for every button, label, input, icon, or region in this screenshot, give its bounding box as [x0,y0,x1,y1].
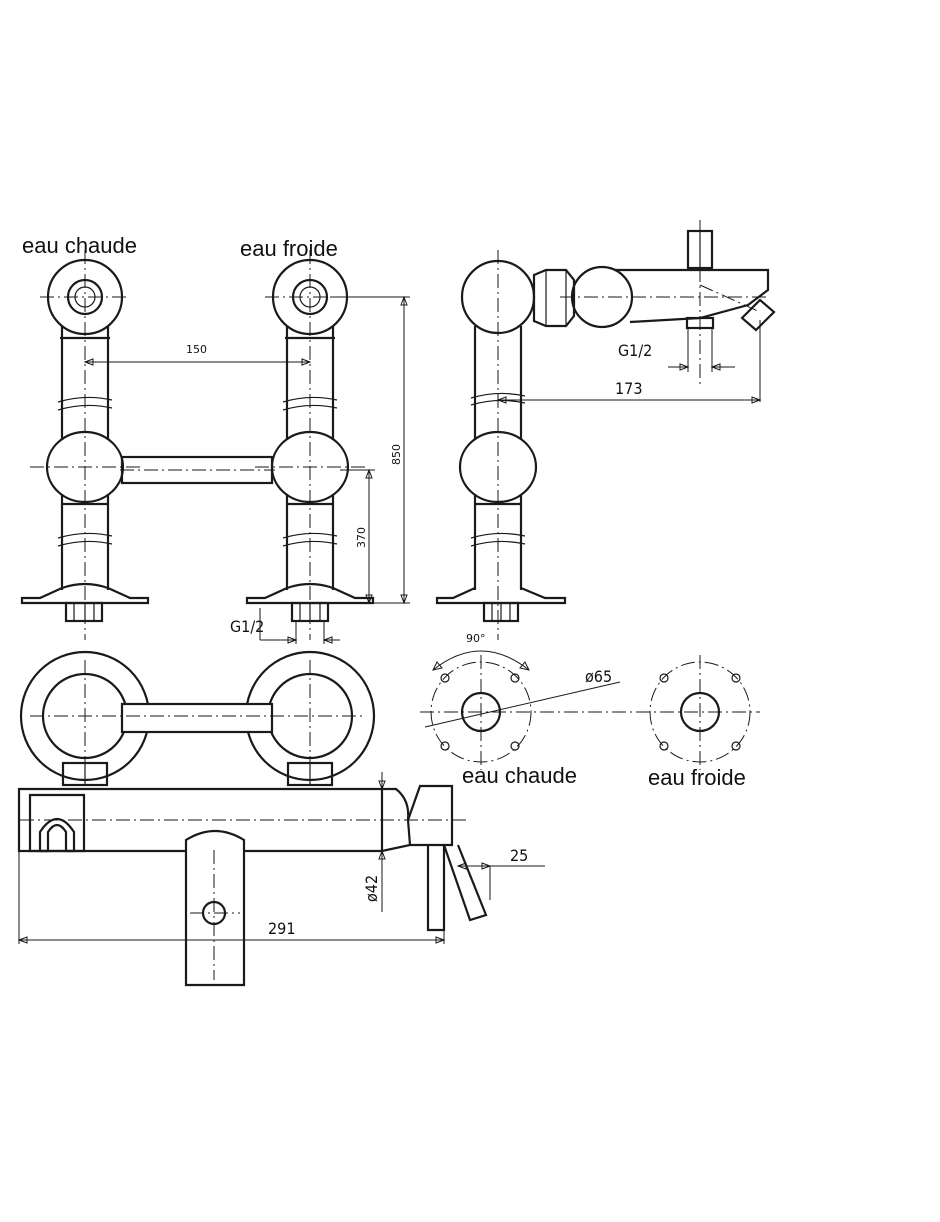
angle-dimension: 90° [466,632,486,645]
side-view: G1/2 173 [435,220,776,640]
cold-flange-pattern [649,655,751,770]
hot-flange-pattern: 90° ø65 [420,632,760,770]
top-view: ø42 291 25 [17,650,545,987]
thread-label-side: G1/2 [618,341,652,360]
front-view: 150 850 370 G1/2 [20,233,410,644]
dimension-370: 370 [340,468,375,605]
flange-diameter-dimension: ø65 [585,667,612,686]
dimension-150: 150 [83,343,312,366]
cold-water-label-top: eau froide [240,236,338,261]
body-diameter-dimension: ø42 [362,875,381,902]
dimension-173: 173 [496,320,762,404]
dimension-850: 850 [330,295,410,605]
lever-offset-dimension: 25 [510,846,528,865]
bridge-height-dimension: 370 [355,527,368,548]
projection-dimension: 173 [615,379,642,398]
hot-water-label-bottom: eau chaude [462,763,577,788]
thread-dimension-side: G1/2 [618,328,735,372]
hot-water-label-top: eau chaude [22,233,137,258]
spacing-dimension: 150 [186,343,207,356]
dimension-25: 25 [456,846,545,900]
total-height-dimension: 850 [390,444,403,465]
cold-water-label-bottom: eau froide [648,765,746,790]
bridge-pipe [120,455,275,485]
hot-column [20,250,150,640]
thread-dimension-front: G1/2 [230,608,340,644]
body-length-dimension: 291 [268,919,295,938]
thread-label-front: G1/2 [230,617,264,636]
dimension-291: 291 [17,851,446,944]
cold-column [245,250,375,640]
dimension-42: ø42 [362,772,386,912]
